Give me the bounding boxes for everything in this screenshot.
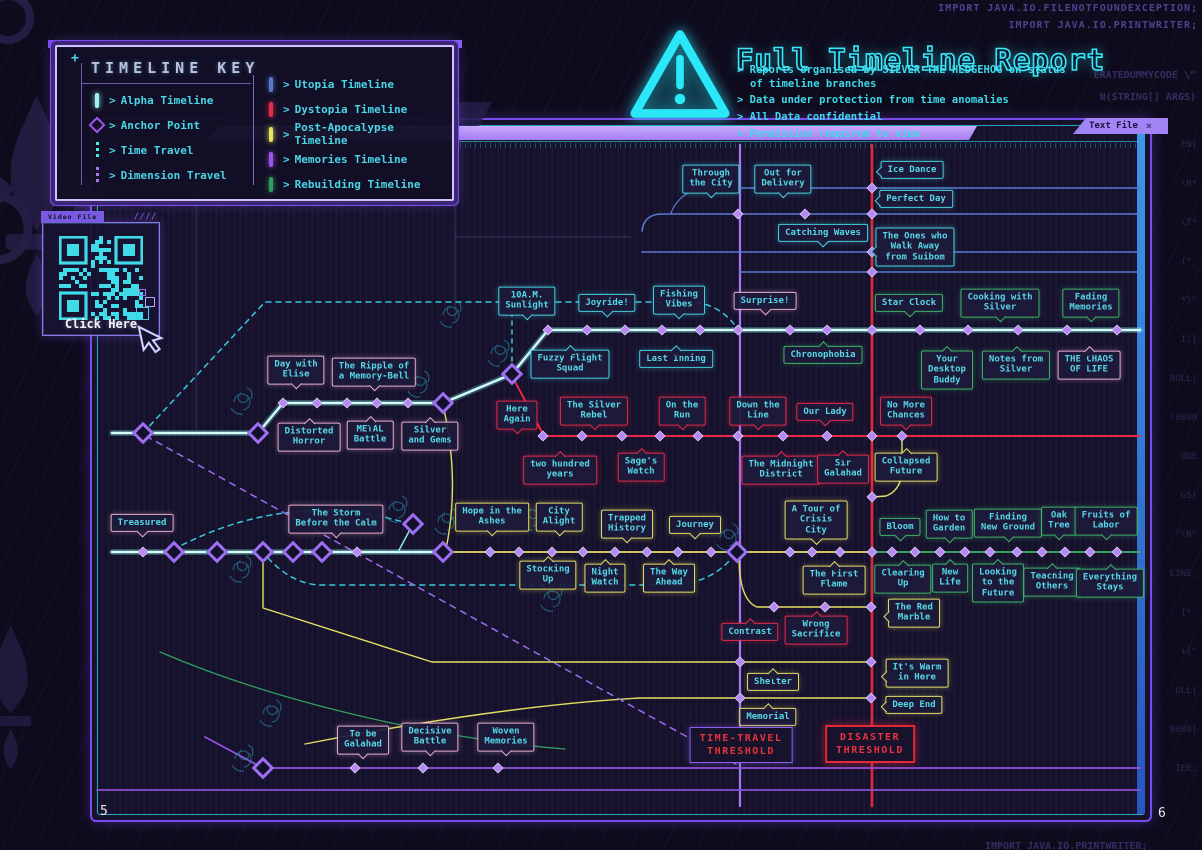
bg-code-text: ERATEDUMMYCODE \": [1093, 70, 1196, 81]
key-column-left: > Alpha Timeline > Anchor Point > Time Travel…: [88, 91, 227, 184]
bg-code-fragment: !0000: [1169, 413, 1197, 423]
report-bullet: > Permission required to view: [737, 127, 921, 140]
legend-item: > Post-Apocalypse Timeline: [263, 121, 452, 147]
legend-label: Utopia Timeline: [294, 77, 394, 91]
bg-code-fragment: 0000|: [1169, 725, 1197, 735]
key-rule-horizontal: [81, 83, 251, 84]
bg-code-text: N(STRING[] ARGS): [1099, 92, 1196, 103]
legend-item: > Dimension Travel: [89, 166, 227, 184]
legend-item: > Rebuilding Timeline: [263, 175, 452, 193]
legend-label: Post-Apocalypse Timeline: [294, 121, 394, 147]
bg-code-text: IMPORT JAVA.IO.PRINTWRITER;: [985, 841, 1148, 850]
legend-glyph-bar-icon: [263, 151, 279, 167]
legend-arrow: >: [283, 77, 290, 91]
bg-code-fragment: LINE_: [1169, 569, 1197, 579]
legend-arrow: >: [283, 152, 290, 166]
timeline-key-title: TIMELINE KEY: [91, 59, 260, 77]
legend-label: Dystopia Timeline: [294, 102, 408, 116]
slashes-decor: ////: [133, 212, 157, 221]
legend-label: Anchor Point: [120, 118, 201, 132]
tab-close-icon[interactable]: ×: [1145, 120, 1152, 132]
bg-code-fragment: {*-: [1180, 608, 1197, 618]
legend-item: > Utopia Timeline: [263, 75, 452, 93]
legend-glyph-dots-icon: [89, 167, 105, 183]
legend-item: > Anchor Point: [88, 116, 227, 134]
crosshair-icon: +: [71, 51, 79, 66]
legend-label: Rebuilding Timeline: [294, 177, 421, 191]
bg-code-text: IMPORT JAVA.IO.PRINTWRITER;: [1008, 20, 1198, 31]
bg-code-fragment: +{": [1180, 647, 1197, 657]
video-file-tab-label: Video File: [41, 211, 105, 223]
legend-arrow: >: [109, 118, 116, 132]
legend-label: Time Travel: [120, 143, 194, 157]
legend-item: > Time Travel: [89, 141, 227, 159]
report-panel: [90, 118, 1152, 822]
panel-blue-edge: [1137, 126, 1145, 814]
report-bullet: > All Data confidential: [737, 110, 883, 123]
bg-code-text: IMPORT JAVA.IO.FILENOTFOUNDEXCEPTION;: [938, 3, 1198, 14]
legend-label: Memories Timeline: [294, 152, 408, 166]
legend-arrow: >: [109, 93, 116, 107]
bg-code-fragment: *)": [1180, 296, 1197, 306]
legend-glyph-bar-icon: [263, 126, 279, 142]
report-bullet: > Data under protection from time anomal…: [737, 94, 1009, 107]
panel-tick-strip: [100, 143, 1138, 148]
legend-label: Alpha Timeline: [120, 93, 214, 107]
report-bullet: > Reports organised by SILVER THE HEDGEH…: [737, 64, 1066, 90]
bg-code-fragment: ODE: [1180, 452, 1197, 462]
qr-code[interactable]: [59, 236, 143, 320]
square-decor: [136, 307, 149, 320]
timeline-key-panel: + TIMELINE KEY > Alpha Timeline > Anchor Po…: [55, 45, 454, 201]
legend-arrow: >: [283, 177, 290, 191]
report-title: Full Timeline Report: [735, 43, 1106, 79]
legend-glyph-bar-icon: [263, 176, 279, 192]
panel-top-hairline: [100, 141, 1138, 142]
legend-arrow: >: [282, 127, 290, 141]
bg-code-fragment: {*_: [1180, 257, 1197, 267]
legend-item: > Dystopia Timeline: [263, 100, 452, 118]
bg-code-fragment: I)]: [1180, 335, 1197, 345]
legend-arrow: >: [109, 143, 116, 157]
text-file-tab[interactable]: Text File ×: [1073, 118, 1168, 134]
square-decor: [139, 289, 146, 296]
bg-code-fragment: IER;: [1175, 764, 1197, 774]
legend-label: Dimension Travel: [120, 168, 227, 182]
page-number-right: 6: [1158, 806, 1166, 821]
page-number-left: 5: [100, 804, 108, 819]
bg-code-fragment: GS): [1180, 491, 1197, 501]
key-column-right: > Utopia Timeline > Dystopia Timeline > Post-…: [263, 75, 452, 193]
bg-code-fragment: NULL|: [1169, 374, 1197, 384]
legend-glyph-anchor-icon: [88, 116, 106, 134]
key-divider: [253, 75, 254, 185]
cursor-icon: [137, 324, 165, 354]
square-decor: [145, 297, 155, 307]
legend-item: > Alpha Timeline: [89, 91, 227, 109]
legend-glyph-bar-icon: [263, 76, 279, 92]
legend-glyph-alpha-icon: [89, 92, 105, 108]
panel-inner-border: [97, 125, 1145, 815]
tab-label: Text File: [1089, 121, 1138, 131]
bg-code-fragment: "\N": [1175, 530, 1197, 540]
key-rule-vertical: [81, 63, 82, 185]
legend-glyph-bar-icon: [263, 101, 279, 117]
warning-icon: [630, 30, 730, 118]
bg-code-fragment: EN|: [1180, 140, 1197, 150]
report-bullet-list: > Reports organised by SILVER THE HEDGEH…: [737, 64, 1082, 144]
bg-code-fragment: ULL|: [1175, 686, 1197, 696]
legend-arrow: >: [283, 102, 290, 116]
legend-item: > Memories Timeline: [263, 150, 452, 168]
legend-glyph-dots-icon: [89, 142, 105, 158]
bg-code-fragment: \T*: [1180, 218, 1197, 228]
bg-code-fragment: \N*: [1180, 179, 1197, 189]
click-here-button[interactable]: Click Here: [64, 317, 138, 331]
legend-arrow: >: [109, 168, 116, 182]
